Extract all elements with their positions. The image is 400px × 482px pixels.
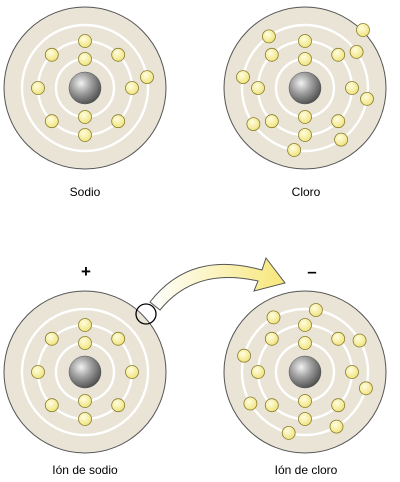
electron <box>237 348 252 363</box>
electron-shell <box>240 307 370 437</box>
electron-shell <box>240 23 370 153</box>
electron <box>236 70 250 84</box>
electron <box>358 381 373 396</box>
electron <box>281 425 296 440</box>
electron-shell <box>20 23 150 153</box>
electron <box>287 143 302 157</box>
electron <box>329 419 344 434</box>
electron <box>44 398 59 413</box>
electron-shell <box>20 307 150 437</box>
chloride-ion-atom <box>223 290 387 454</box>
electron <box>334 132 349 147</box>
electron <box>78 34 92 48</box>
chloride-ion-label: Ión de cloro <box>275 463 338 477</box>
electron <box>261 29 276 44</box>
electron <box>331 114 346 129</box>
electron <box>243 396 258 411</box>
electron <box>298 412 312 426</box>
electron <box>78 110 92 124</box>
electron <box>78 336 92 350</box>
electron <box>44 47 59 62</box>
nucleus <box>68 71 102 105</box>
chloride-ion-charge: – <box>307 262 316 281</box>
electron <box>298 394 312 408</box>
electron <box>298 128 312 142</box>
sodium-label: Sodio <box>70 185 101 199</box>
electron <box>251 365 265 379</box>
electron <box>349 45 364 59</box>
electron <box>331 331 346 346</box>
nucleus <box>68 355 102 389</box>
electron <box>111 398 126 413</box>
electron <box>264 114 279 129</box>
transferred-electron-vacancy <box>135 303 157 325</box>
electron <box>31 81 45 95</box>
electron-transfer-arrow <box>149 256 286 311</box>
electron <box>31 365 45 379</box>
chlorine-label: Cloro <box>292 185 321 199</box>
electron <box>111 331 126 346</box>
nucleus <box>288 355 322 389</box>
electron <box>298 52 312 66</box>
electron <box>298 110 312 124</box>
electron <box>331 398 346 413</box>
electron <box>125 81 139 95</box>
electron <box>78 128 92 142</box>
electron <box>360 92 374 106</box>
electron <box>266 310 281 325</box>
electron <box>251 81 265 95</box>
sodium-ion-atom <box>3 290 167 454</box>
electron <box>308 303 323 317</box>
electron <box>264 398 279 413</box>
electron <box>78 318 92 332</box>
electron <box>111 47 126 62</box>
electron <box>264 47 279 62</box>
electron <box>298 336 312 350</box>
electron <box>44 331 59 346</box>
electron <box>78 52 92 66</box>
electron <box>264 331 279 346</box>
electron <box>78 394 92 408</box>
electron <box>345 81 359 95</box>
electron <box>44 114 59 129</box>
electron <box>345 365 359 379</box>
nucleus <box>288 71 322 105</box>
electron <box>356 23 370 37</box>
chlorine-atom <box>223 6 387 170</box>
electron <box>298 34 312 48</box>
electron <box>140 70 154 84</box>
electron <box>331 47 346 62</box>
sodium-atom <box>3 6 167 170</box>
sodium-ion-label: Ión de sodio <box>52 463 118 477</box>
electron <box>352 333 367 348</box>
electron <box>298 318 312 332</box>
electron <box>125 365 139 379</box>
electron <box>246 117 261 131</box>
sodium-ion-charge: + <box>81 262 91 281</box>
electron <box>78 412 92 426</box>
electron <box>111 114 126 129</box>
